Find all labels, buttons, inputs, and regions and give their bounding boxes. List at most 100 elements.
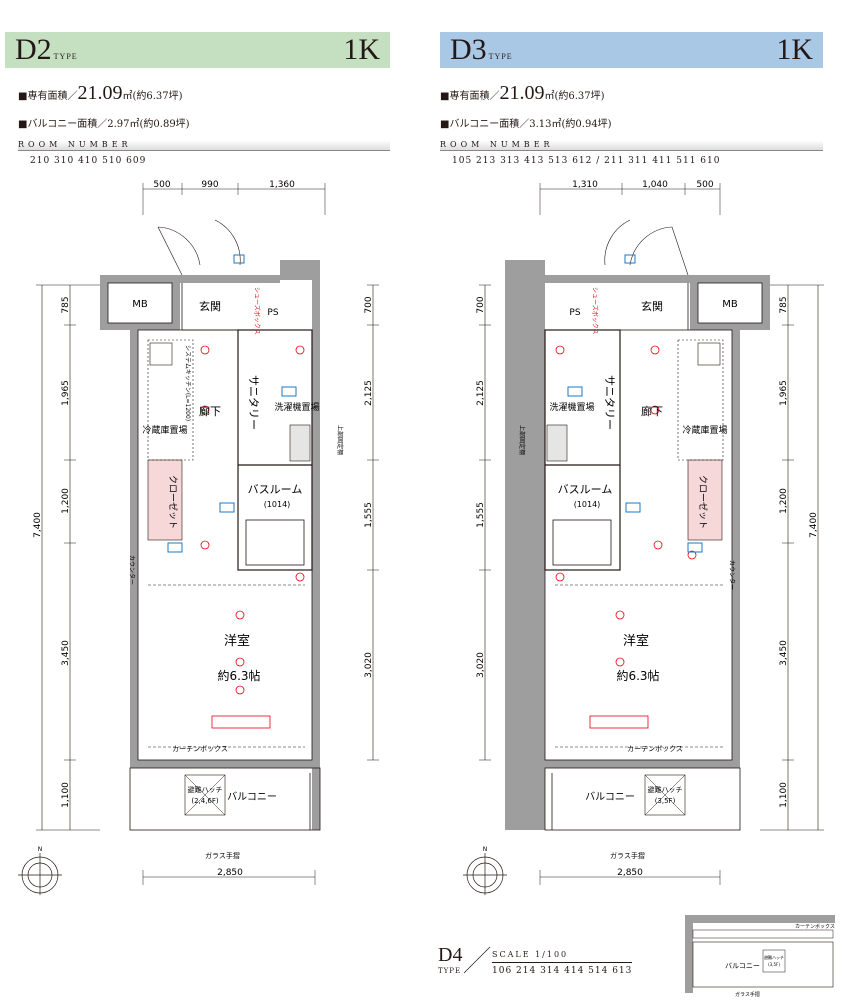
d3-dim-right-5: 1,100 — [779, 782, 789, 808]
d3-rouka-label: 廊下 — [641, 404, 663, 418]
d4-mini-glass: ガラス手摺 — [735, 991, 760, 998]
d2-room-size: 約6.3帖 — [217, 668, 260, 683]
d2-balcony-label: バルコニー — [227, 791, 277, 803]
d3-sanitary-label: サニタリー — [603, 375, 616, 430]
d3-fridge-label: 冷蔵庫置場 — [682, 424, 727, 436]
d3-bath-label: バスルーム — [558, 483, 613, 496]
d2-dim-right-1: 700 — [364, 296, 374, 313]
d3-counter-label: カウンター — [728, 560, 736, 590]
d2-dim-right-2: 2,125 — [364, 380, 374, 406]
d2-north-arrow-icon — [18, 853, 62, 895]
d3-room-label: 洋室 — [623, 633, 649, 649]
d2-north-label: N — [38, 846, 43, 853]
d4-scale: SCALE 1/100 — [492, 950, 569, 959]
d3-balcony-area: ■バルコニー面積／3.13㎡(約0.94坪) — [440, 119, 612, 130]
d4-mini-hatch: 避難ハッチ — [764, 954, 784, 960]
d3-bath-size: (1014) — [574, 500, 601, 509]
d3-dim-right-4: 3,450 — [779, 640, 789, 666]
d2-dim-right-4: 3,020 — [364, 652, 374, 678]
d3-hatch-floor: (3,5F) — [655, 797, 676, 805]
d3-dim-right-total: 7,400 — [809, 512, 819, 538]
d2-genkan-label: 玄関 — [199, 299, 221, 313]
d2-dim-bottom: 2,850 — [217, 868, 243, 878]
d3-dim-left-4: 3,020 — [476, 652, 486, 678]
d4-type-sub: TYPE — [438, 967, 462, 975]
d2-dim-left-3: 1,200 — [61, 488, 71, 514]
d3-dim-right-2: 1,965 — [779, 380, 789, 406]
d2-floor-plan: 500 990 1,360 785 1,965 1,200 3,450 1,10… — [18, 180, 379, 895]
d2-glass-label: ガラス手摺 — [205, 851, 240, 860]
d2-dim-top-1: 500 — [153, 180, 170, 190]
d3-genkan-label: 玄関 — [641, 299, 663, 313]
d2-dim-left-total: 7,400 — [33, 512, 43, 538]
d2-system-kitchen-label: システムキッチン(L=1200) — [184, 345, 191, 421]
d3-shoes-box-label: シューズボックス — [591, 287, 599, 335]
d3-dim-left-1: 700 — [476, 296, 486, 313]
d4-room-numbers: 106 214 314 414 514 613 — [492, 966, 633, 976]
d3-north-label: N — [483, 846, 488, 853]
d3-room-numbers: 105 213 313 413 513 612 / 211 311 411 51… — [452, 156, 721, 166]
d2-hatch-floor: (2,4,6F) — [191, 797, 219, 805]
d3-washer-label: 洗濯機置場 — [549, 401, 594, 413]
d2-dim-left-4: 3,450 — [61, 640, 71, 666]
d3-balcony-label: バルコニー — [585, 791, 635, 803]
d2-plan-label: 1K — [343, 33, 380, 66]
d4-mini-hatch-floor: (3,5F) — [768, 962, 780, 967]
d2-ps-label: PS — [267, 308, 278, 318]
d2-dim-left-1: 785 — [61, 296, 71, 313]
d3-dim-right-1: 785 — [779, 296, 789, 313]
d2-room-number-header: ROOM NUMBER — [18, 140, 390, 151]
d3-dim-left-2: 2,125 — [476, 380, 486, 406]
d2-dim-left-5: 1,100 — [61, 782, 71, 808]
d2-hatch-label: 避難ハッチ — [188, 785, 223, 794]
d3-floor-plan: 1,310 1,040 500 700 2,125 1,555 3,020 78… — [463, 180, 824, 895]
d2-sanitary-label: サニタリー — [247, 375, 260, 430]
d2-dim-left-2: 1,965 — [61, 380, 71, 406]
d4-type-code: D4 — [438, 944, 463, 966]
d2-dim-top-3: 1,360 — [269, 180, 295, 190]
d3-area: ■専有面積／21.09㎡(約6.37坪) — [440, 82, 605, 104]
d2-shoes-box-label: シューズボックス — [253, 287, 261, 335]
d3-ps-label: PS — [569, 308, 580, 318]
d3-dim-top-1: 1,310 — [572, 180, 598, 190]
d2-closet-label: クローゼット — [167, 475, 179, 529]
d3-curtain-label: カーテンボックス — [627, 745, 683, 753]
d2-balcony-area: ■バルコニー面積／2.97㎡(約0.89坪) — [18, 119, 190, 130]
d2-room-label: 洋室 — [224, 633, 250, 649]
d4-mini-plan: カーテンボックス バルコニー 避難ハッチ (3,5F) ガラス手摺 — [685, 915, 835, 998]
d2-bath-label: バスルーム — [248, 483, 303, 496]
d3-dim-top-3: 500 — [696, 180, 713, 190]
d2-dim-right-3: 1,555 — [364, 502, 374, 528]
d3-closet-label: クローゼット — [697, 475, 709, 529]
d2-fridge-label: 冷蔵庫置場 — [142, 424, 187, 436]
d2-curtain-label: カーテンボックス — [172, 745, 228, 753]
d3-hatch-label: 避難ハッチ — [648, 785, 683, 794]
d4-mini-balcony: バルコニー — [725, 962, 760, 970]
d2-room-numbers: 210 310 410 510 609 — [30, 156, 147, 166]
d4-mini-curtain: カーテンボックス — [795, 923, 835, 930]
d2-upper-fixed-label: 上部固定棚 — [336, 425, 344, 455]
d4-scale-rule — [492, 962, 632, 963]
d3-north-arrow-icon — [463, 853, 507, 895]
d3-room-size: 約6.3帖 — [616, 668, 659, 683]
d3-mb-label: MB — [722, 299, 738, 310]
d2-area: ■専有面積／21.09㎡(約6.37坪) — [18, 82, 183, 104]
d3-dim-bottom: 2,850 — [617, 868, 643, 878]
d3-dim-top-2: 1,040 — [642, 180, 668, 190]
d2-dim-top-2: 990 — [201, 180, 218, 190]
d3-plan-label: 1K — [776, 33, 813, 66]
d2-rouka-label: 廊下 — [199, 404, 221, 418]
d3-dim-right-3: 1,200 — [779, 488, 789, 514]
d3-dim-left-3: 1,555 — [476, 502, 486, 528]
d3-glass-label: ガラス手摺 — [610, 851, 645, 860]
d2-bath-size: (1014) — [264, 500, 291, 509]
d2-counter-label: カウンター — [128, 555, 136, 585]
d2-washer-label: 洗濯機置場 — [274, 401, 319, 413]
d2-mb-label: MB — [132, 299, 148, 310]
d4-divider-slash — [463, 946, 491, 974]
d3-room-number-header: ROOM NUMBER — [440, 140, 823, 151]
